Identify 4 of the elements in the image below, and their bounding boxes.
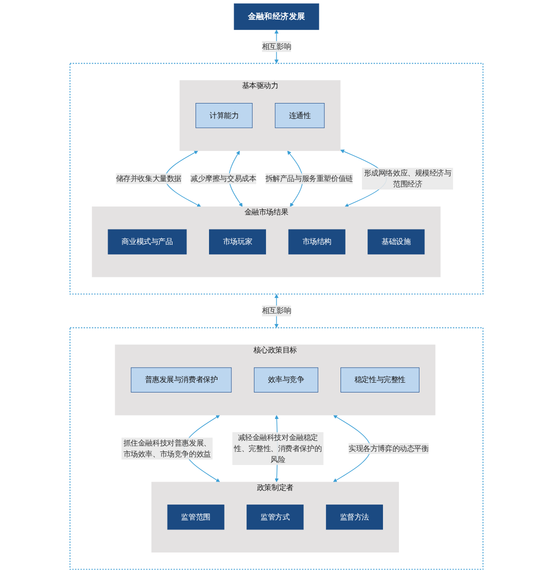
arrow [333,414,372,482]
cluster [70,62,484,294]
cluster [70,327,484,570]
node-box: 金融和经济发展 [234,3,320,30]
